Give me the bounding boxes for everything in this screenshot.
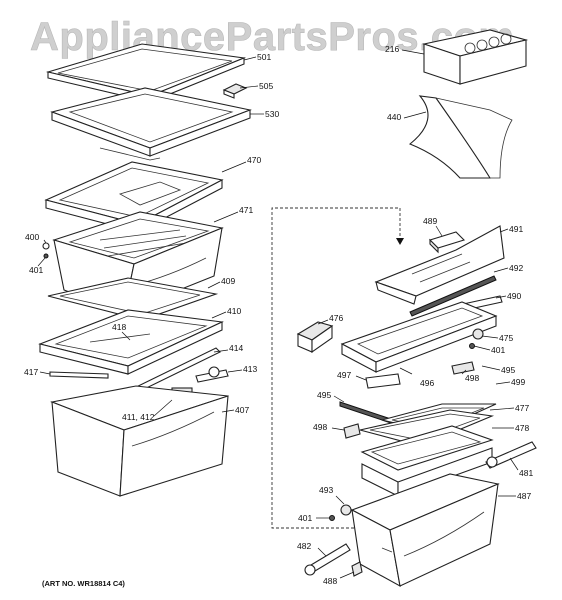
callout-495a: 495	[501, 365, 515, 375]
callout-492: 492	[509, 263, 523, 273]
leader-lines	[37, 49, 519, 579]
cap-489	[428, 231, 466, 254]
callout-414: 414	[229, 343, 243, 353]
block-498a	[451, 361, 475, 375]
drawer-407	[50, 385, 229, 497]
shelf-frame-530	[50, 87, 252, 161]
callout-496: 496	[420, 378, 434, 388]
down-arrow-icon	[396, 238, 404, 245]
screw-400	[42, 242, 50, 250]
wheel-493	[340, 504, 352, 516]
callout-498b: 498	[313, 422, 327, 432]
callout-489: 489	[423, 216, 437, 226]
callout-497: 497	[337, 370, 351, 380]
callout-488: 488	[323, 576, 337, 586]
slide-481	[485, 441, 537, 469]
callout-478: 478	[515, 423, 529, 433]
art-number: (ART NO. WR18814 C4)	[42, 579, 125, 588]
callout-411-412: 411, 412	[122, 412, 155, 422]
callout-498a: 498	[465, 373, 479, 383]
frame-496	[340, 301, 498, 373]
callout-530: 530	[265, 109, 279, 119]
callout-476: 476	[329, 313, 343, 323]
callout-440: 440	[387, 112, 401, 122]
assembly-boundary	[271, 207, 401, 529]
rail-417	[49, 371, 109, 379]
seal-492	[409, 275, 497, 317]
callout-505: 505	[259, 81, 273, 91]
callout-410: 410	[227, 306, 241, 316]
callout-413: 413	[243, 364, 257, 374]
slide-413	[195, 366, 229, 383]
callout-470: 470	[247, 155, 261, 165]
callout-407: 407	[235, 405, 249, 415]
callout-482: 482	[297, 541, 311, 551]
clip-505	[222, 83, 248, 99]
callout-401b: 401	[491, 345, 505, 355]
callout-501: 501	[257, 52, 271, 62]
block-498b	[343, 423, 361, 439]
callout-499: 499	[511, 377, 525, 387]
callout-400: 400	[25, 232, 39, 242]
callout-475: 475	[499, 333, 513, 343]
damper-476	[296, 321, 334, 354]
drawer-487	[350, 473, 500, 588]
callout-471: 471	[239, 205, 253, 215]
callout-495b: 495	[317, 390, 331, 400]
callout-491: 491	[509, 224, 523, 234]
callout-490: 490	[507, 291, 521, 301]
pin-488	[351, 561, 363, 577]
callout-409: 409	[221, 276, 235, 286]
callout-418: 418	[112, 322, 126, 332]
cover-491	[374, 225, 505, 305]
screw-401	[43, 253, 49, 259]
screw-401b	[469, 343, 475, 349]
callout-417: 417	[24, 367, 38, 377]
callout-487: 487	[517, 491, 531, 501]
slide-482	[304, 543, 351, 576]
callout-481: 481	[519, 468, 533, 478]
bin-216	[421, 29, 529, 85]
screw-401c	[329, 515, 335, 521]
glass-409	[47, 277, 219, 321]
callout-401a: 401	[29, 265, 43, 275]
frame-410	[38, 309, 224, 375]
callout-216: 216	[385, 44, 399, 54]
bar-497	[365, 373, 401, 389]
callout-493: 493	[319, 485, 333, 495]
callout-401c: 401	[298, 513, 312, 523]
knob-475	[472, 328, 484, 340]
watermark-text: AppliancePartsPros.com	[30, 15, 515, 59]
callout-477: 477	[515, 403, 529, 413]
cover-440	[408, 95, 513, 179]
